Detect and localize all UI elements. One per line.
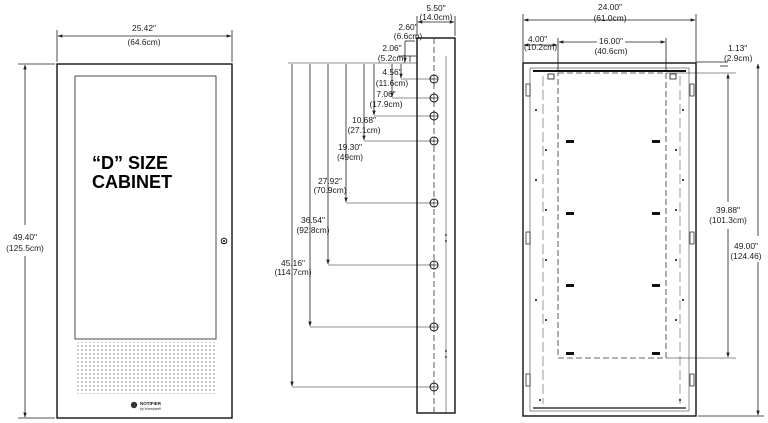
mounting-slot — [566, 140, 574, 143]
side-knockouts — [429, 74, 447, 392]
side-cabinet-outline — [416, 37, 456, 414]
back-width-cm: (61.0cm) — [593, 13, 626, 23]
side-dim-in: 7.06" — [376, 89, 395, 99]
side-dim-cm: (6.6cm) — [394, 31, 423, 41]
side-depth-in: 5.50" — [426, 3, 445, 13]
front-view: NOTIFIER by Honeywell “D” SIZE CABINET 2… — [6, 23, 233, 419]
side-dim-in: 4.56" — [382, 67, 401, 77]
rail-knockout — [689, 231, 695, 245]
back-edge-in: 1.13" — [728, 43, 747, 53]
side-dim-cm: (92.8cm) — [296, 225, 329, 235]
front-width-cm: (64.6cm) — [127, 37, 160, 47]
side-dim-in: 45.16" — [281, 258, 305, 268]
back-width-in: 24.00" — [598, 2, 622, 12]
back-inner-frame — [557, 72, 667, 359]
title-line-2: CABINET — [92, 172, 172, 192]
mounting-slot — [566, 212, 574, 215]
side-dimensions: 2.60"(6.6cm) 2.06"(5.2cm) 4.56"(11.6cm)7.0… — [274, 22, 434, 388]
back-height-in: 49.00" — [734, 241, 758, 251]
logo-subtext: by Honeywell — [140, 407, 161, 411]
logo-icon — [130, 401, 138, 409]
side-dim-cm: (70.9cm) — [313, 185, 346, 195]
back-height-cm: (124.46) — [730, 251, 761, 261]
rail-knockout — [689, 83, 695, 97]
side-dim-in: 2.60" — [398, 22, 417, 32]
mounting-slot — [652, 140, 660, 143]
side-dim-in: 2.06" — [382, 43, 401, 53]
back-cabinet-outline — [522, 62, 697, 417]
front-window — [74, 75, 217, 340]
side-dim-in: 36.54" — [301, 215, 325, 225]
back-edge-cm: (2.9cm) — [724, 53, 753, 63]
side-view: 2.60"(6.6cm) 2.06"(5.2cm) 4.56"(11.6cm)7.0… — [274, 3, 456, 414]
side-dim-in: 27.92" — [318, 176, 342, 186]
back-view: 24.00" (61.0cm) 4.00" (10.2cm) 16.00" (4… — [522, 2, 764, 417]
back-offset-cm: (10.2cm) — [524, 42, 557, 52]
front-width-in: 25.42" — [132, 23, 156, 33]
side-dim-cm: (11.6cm) — [376, 78, 409, 88]
front-height-in: 49.40" — [13, 232, 37, 242]
mounting-slot — [566, 352, 574, 355]
rail-knockout — [689, 373, 695, 387]
logo-text: NOTIFIER — [140, 401, 162, 406]
mounting-slot — [566, 284, 574, 287]
back-inner-width-in: 16.00" — [599, 36, 623, 46]
back-inner-height-in: 39.88" — [716, 205, 740, 215]
front-grille — [75, 342, 216, 394]
side-dim-cm: (49cm) — [337, 152, 363, 162]
back-offset-in: 4.00" — [528, 34, 547, 44]
front-cabinet-outline — [56, 63, 233, 419]
side-dim-cm: (27.1cm) — [347, 125, 380, 135]
rail-knockout — [525, 231, 531, 245]
mounting-slot — [652, 352, 660, 355]
front-height-cm: (125.5cm) — [6, 243, 44, 253]
title-line-1: “D” SIZE — [92, 153, 168, 173]
rail-knockout — [525, 373, 531, 387]
back-mounting-details — [525, 73, 695, 404]
side-dim-cm: (114.7cm) — [274, 267, 311, 277]
back-inner-width-cm: (40.6cm) — [594, 46, 627, 56]
side-depth-cm: (14.0cm) — [419, 12, 452, 22]
back-inner-height-cm: (101.3cm) — [709, 215, 747, 225]
rail-knockout — [525, 83, 531, 97]
mounting-slot — [652, 284, 660, 287]
side-dim-cm: (17.9cm) — [369, 99, 402, 109]
side-dim-in: 10.68" — [352, 115, 376, 125]
side-dim-in: 19.30" — [338, 142, 362, 152]
side-dim-cm: (5.2cm) — [378, 53, 407, 63]
mounting-slot — [652, 212, 660, 215]
